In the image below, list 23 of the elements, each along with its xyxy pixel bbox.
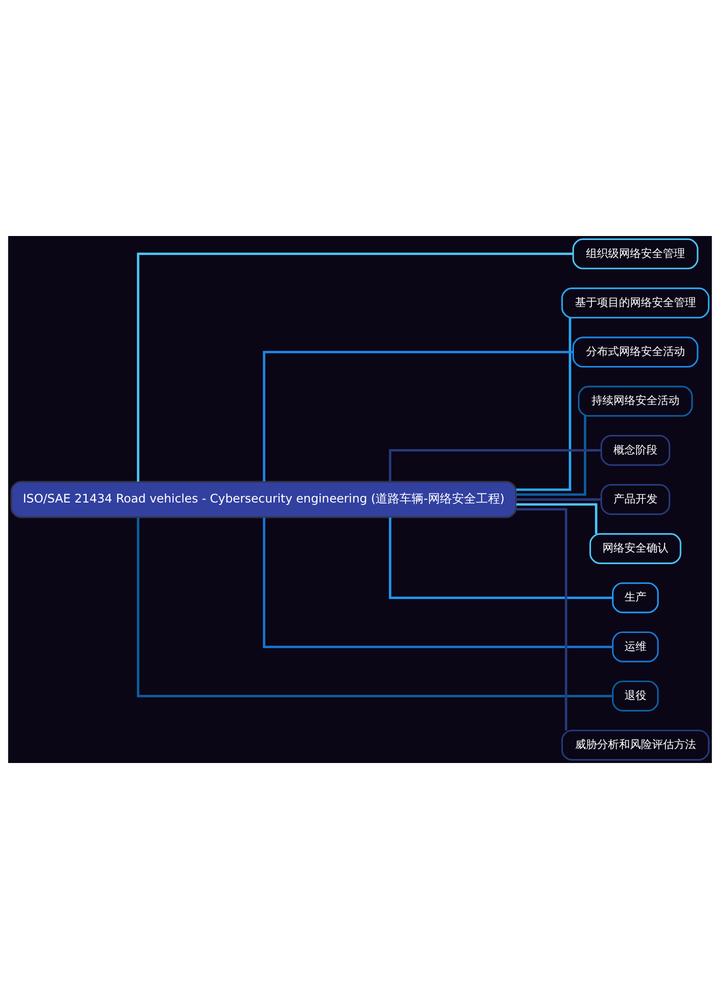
node-box: ISO/SAE 21434 Road vehicles - Cybersecurity engineering (道路车辆-网络安全工程): [10, 480, 517, 518]
node-box: 网络安全确认: [589, 533, 682, 564]
node-box: 退役: [612, 680, 659, 712]
node-box: 威胁分析和风险评估方法: [561, 730, 710, 761]
node-box: 持续网络安全活动: [578, 386, 693, 417]
connector: [516, 416, 586, 496]
node-box: 产品开发: [600, 484, 670, 515]
connector: [516, 508, 568, 730]
connector: [516, 318, 572, 491]
connector: [388, 449, 602, 482]
connector: [516, 503, 598, 534]
node-box: 基于项目的网络安全管理: [561, 288, 710, 318]
node-box: 组织级网络安全管理: [572, 238, 698, 270]
connector: [136, 518, 613, 698]
connector: [262, 350, 574, 482]
connector: [388, 518, 613, 599]
node-box: 分布式网络安全活动: [572, 336, 698, 368]
connector: [516, 498, 602, 501]
connector: [262, 518, 613, 648]
connector: [136, 252, 574, 482]
node-box: 生产: [612, 582, 659, 614]
node-box: 运维: [612, 631, 659, 662]
node-box: 概念阶段: [600, 434, 670, 466]
